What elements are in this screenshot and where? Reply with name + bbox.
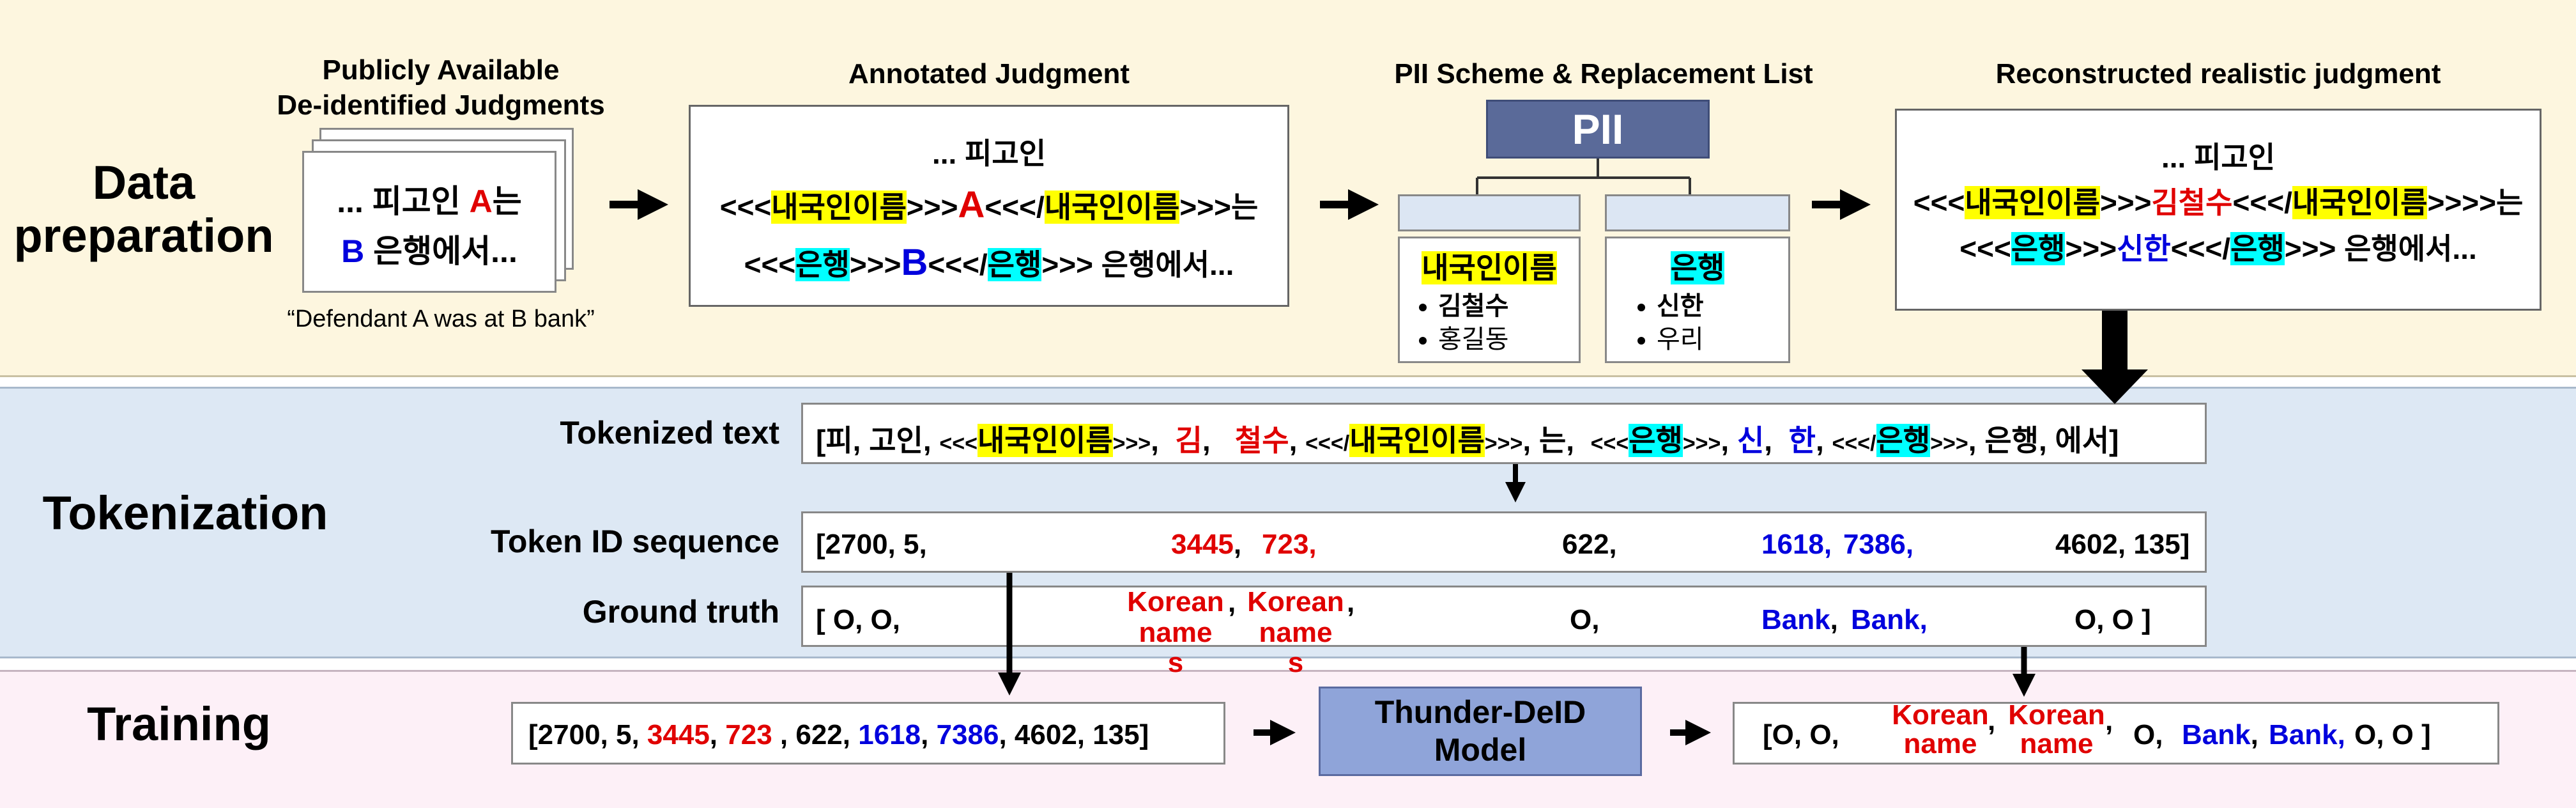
token-id-a: [2700, 5, — [816, 529, 927, 560]
reconstructed-judgment-box: ... 피고인 <<<내국인이름>>>김철수<<</내국인이름>>>>는 <<<… — [1895, 109, 2542, 311]
pii-child-bank-bar — [1605, 194, 1790, 231]
public-judgments-header: Publicly Available De-identified Judgmen… — [277, 54, 605, 121]
public-doc-text: ... 피고인 A는 B 은행에서... — [337, 183, 522, 269]
annotated-line-3: <<<은행>>>B<<</은행>>> 은행에서... — [744, 242, 1234, 284]
training-output-box: [O, O, Korean name , Korean name , O, Ba… — [1733, 699, 2499, 765]
training-input-box: [2700, 5, 3445, 723 , 622, 1618, 7386, 4… — [511, 702, 1225, 765]
token-id-c: 723, — [1262, 529, 1317, 560]
pii-bank-title: 은행 — [1670, 251, 1725, 284]
ground-truth-korean-name-2: Korean name s — [1247, 586, 1344, 679]
tokenized-text: [피, 고인, <<<내국인이름>>>, 김, 철수, <<</내국인이름>>>… — [816, 424, 2119, 457]
training-out-a: [O, O, — [1763, 719, 1839, 750]
reconstructed-line-2: <<<내국인이름>>>김철수<<</내국인이름>>>>는 — [1913, 186, 2524, 220]
annotated-line-2: <<<내국인이름>>>A<<</내국인이름>>>는 — [719, 184, 1259, 226]
pii-name-list: 내국인이름 김철수 홍길동 — [1398, 237, 1581, 363]
ground-truth-end: O, O ] — [2074, 604, 2151, 635]
data-preparation-title: Data preparation — [13, 156, 274, 262]
training-out-korean-name-2: Korean name — [2008, 699, 2105, 759]
annotated-judgment-box: ... 피고인 <<<내국인이름>>>A<<</내국인이름>>>는 <<<은행>… — [689, 105, 1289, 307]
pii-bank-item: 우리 — [1657, 323, 1788, 356]
pii-root-box: PII — [1486, 100, 1710, 159]
training-input-ids: [2700, 5, 3445, 723 , 622, 1618, 7386, 4… — [528, 719, 1149, 750]
training-out-comma-2: , — [2105, 705, 2113, 736]
pii-scheme-header: PII Scheme & Replacement List — [1394, 58, 1813, 89]
training-out-c: O, O ] — [2354, 719, 2431, 750]
token-id-e: 1618, — [1761, 529, 1832, 560]
training-out-b: O, — [2133, 719, 2163, 750]
pii-name-title: 내국인이름 — [1422, 251, 1557, 284]
reconstructed-header: Reconstructed realistic judgment — [1995, 58, 2441, 89]
ground-truth-bank2: Bank, — [1851, 604, 1928, 635]
ground-truth-bank1: Bank, — [1761, 604, 1838, 635]
ground-truth-comma-2: , — [1347, 587, 1355, 618]
training-out-korean-name-1: Korean name — [1892, 699, 1989, 759]
training-title: Training — [87, 697, 271, 750]
ground-truth-o3: O, — [1570, 604, 1600, 635]
ground-truth-box: [ O, O, O, Bank, Bank, O, O ] — [801, 586, 2207, 647]
token-id-d: 622, — [1562, 529, 1617, 560]
reconstructed-line-3: <<<은행>>>신한<<</은행>>> 은행에서... — [1959, 231, 2477, 265]
thunder-deid-model-box: Thunder-DeID Model — [1319, 687, 1642, 776]
token-id-box: [2700, 5, 3445, 723, 622, 1618, 7386, 46… — [801, 511, 2207, 573]
token-id-b: 3445, — [1171, 529, 1242, 560]
token-id-f: 7386, — [1843, 529, 1914, 560]
annotated-judgment-header: Annotated Judgment — [848, 58, 1130, 89]
tokenized-text-box: [피, 고인, <<<내국인이름>>>, 김, 철수, <<</내국인이름>>>… — [801, 403, 2207, 464]
ground-truth-label: Ground truth — [582, 594, 779, 630]
pii-name-item: 김철수 — [1438, 290, 1579, 323]
pii-child-name-bar — [1398, 194, 1581, 231]
token-id-label: Token ID sequence — [491, 524, 779, 559]
training-out-bank1: Bank, — [2182, 719, 2258, 750]
reconstructed-line-1: ... 피고인 — [2161, 141, 2276, 174]
training-out-bank2: Bank, — [2269, 719, 2345, 750]
token-id-g: 4602, 135] — [2055, 529, 2190, 560]
public-doc-caption: “Defendant A was at B bank” — [287, 306, 595, 332]
pii-name-item: 홍길동 — [1438, 323, 1579, 356]
ground-truth-korean-name-1: Korean name s — [1127, 586, 1224, 679]
ground-truth-a: [ O, O, — [816, 604, 900, 635]
ground-truth-comma: , — [1228, 587, 1236, 618]
tokenization-title: Tokenization — [42, 486, 328, 540]
document-stack-front: ... 피고인 A는 B 은행에서... — [302, 151, 556, 293]
pii-bank-item: 신한 — [1657, 290, 1788, 323]
tokenized-text-label: Tokenized text — [560, 415, 779, 451]
pii-bank-list: 은행 신한 우리 — [1605, 237, 1790, 363]
training-out-comma: , — [1988, 705, 1996, 736]
annotated-line-1: ... 피고인 — [931, 137, 1046, 170]
